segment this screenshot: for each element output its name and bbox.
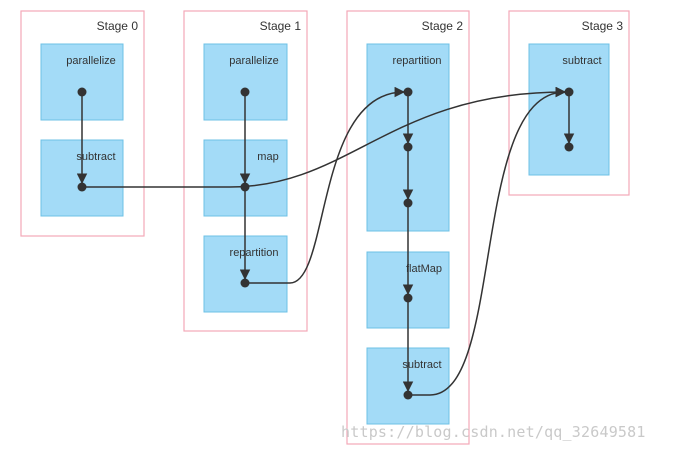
stage-3[interactable]: Stage 3 subtract — [508, 10, 630, 196]
stage-1[interactable]: Stage 1 parallelize map repartition — [183, 10, 308, 332]
node-dot[interactable] — [403, 142, 413, 152]
op-label: flatMap — [406, 263, 442, 275]
node-dot[interactable] — [240, 87, 250, 97]
edges — [76, 86, 575, 396]
op-label: subtract — [562, 55, 601, 67]
watermark: https://blog.csdn.net/qq_32649581 — [341, 423, 646, 441]
node-dot[interactable] — [403, 390, 413, 400]
op-label: repartition — [230, 247, 279, 259]
node-dot[interactable] — [240, 278, 250, 288]
stage-1-label: Stage 1 — [260, 19, 302, 33]
node-dot[interactable] — [77, 182, 87, 192]
node-dot[interactable] — [564, 142, 574, 152]
nodes — [77, 87, 574, 400]
op-label: subtract — [76, 151, 115, 163]
node-dot[interactable] — [403, 293, 413, 303]
stage-2-label: Stage 2 — [422, 19, 464, 33]
op-label: map — [257, 151, 278, 163]
node-dot[interactable] — [403, 87, 413, 97]
edge-s0-subtract-to-s3-subtract — [82, 86, 567, 188]
edge-s1-repartition-to-s2-repartition — [245, 86, 406, 284]
op-label: parallelize — [229, 55, 279, 67]
node-dot[interactable] — [77, 87, 87, 97]
node-dot[interactable] — [564, 87, 574, 97]
stage-3-label: Stage 3 — [582, 19, 624, 33]
node-dot[interactable] — [240, 182, 250, 192]
op-label: subtract — [402, 359, 441, 371]
node-dot[interactable] — [403, 198, 413, 208]
stage-0-label: Stage 0 — [97, 19, 139, 33]
op-label: parallelize — [66, 55, 116, 67]
edge-s2-subtract-to-s3-subtract — [408, 86, 567, 396]
op-label: repartition — [393, 55, 442, 67]
